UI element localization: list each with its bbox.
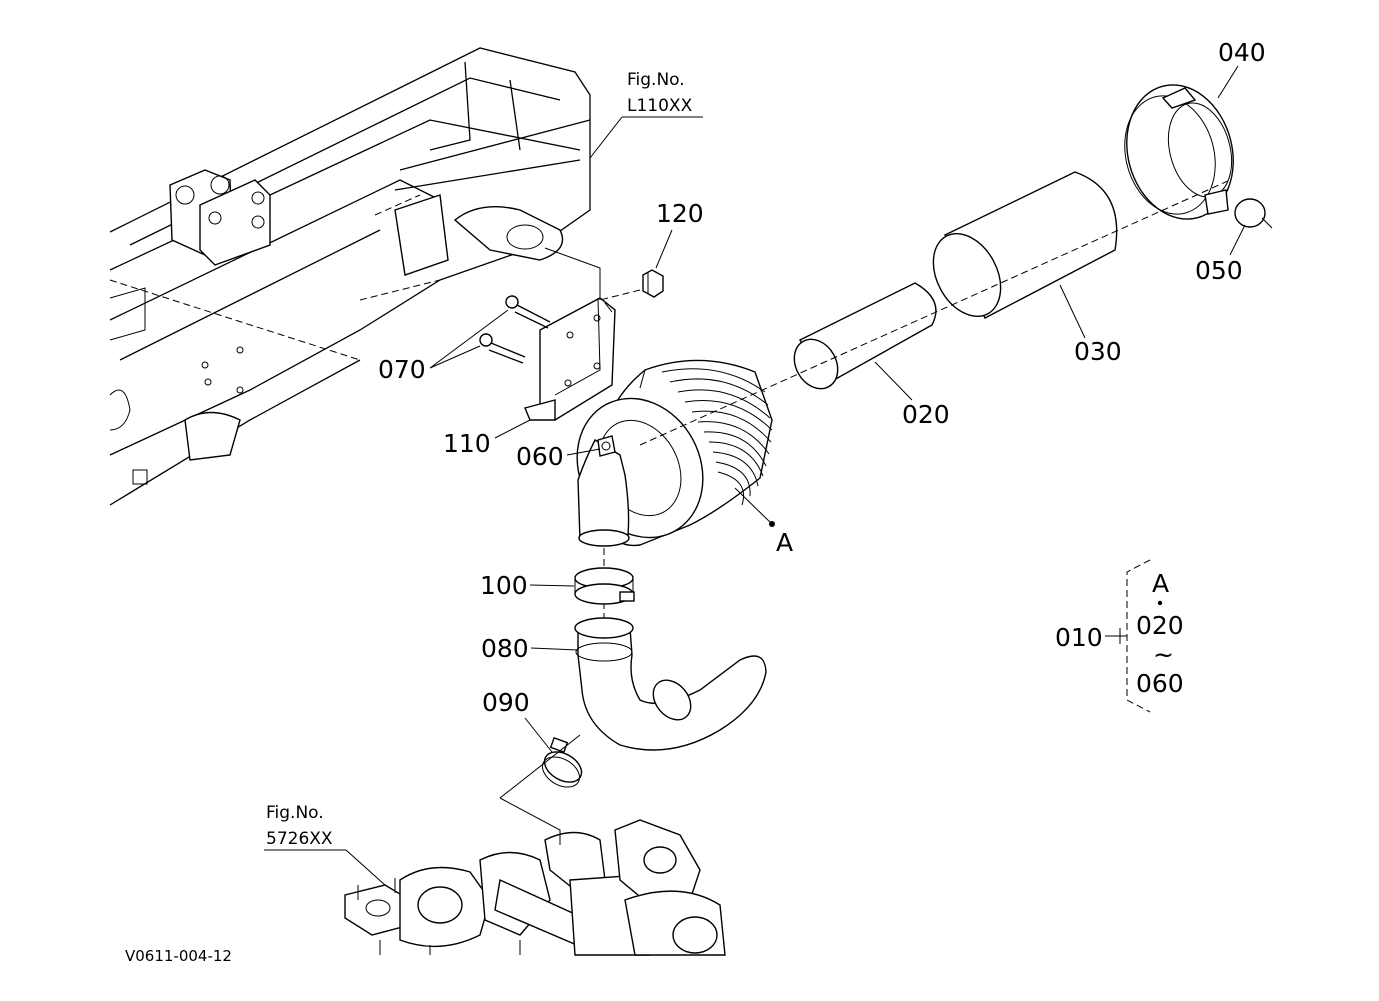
label-090: 090 [482,688,553,753]
label-050: 050 [1195,224,1246,285]
clamp-090 [542,737,583,788]
svg-text:070: 070 [378,355,426,384]
label-040: 040 [1217,38,1266,99]
svg-text:100: 100 [480,571,528,600]
svg-text:090: 090 [482,688,530,717]
label-100: 100 [480,571,575,600]
label-080: 080 [481,634,579,663]
bracket-top: A [1152,569,1169,598]
inner-element-020 [793,282,937,390]
hose-080 [574,617,767,751]
bolt-070-lower [479,333,526,364]
leader-frame-bracket [544,247,601,300]
valve-050 [1234,198,1273,229]
leader-hose-engine [499,797,561,845]
bracket-middle: 020 [1136,611,1184,640]
assembly-bracket-010: 010 A 020 ~ 060 [1055,559,1184,713]
mounting-bracket-110 [524,297,616,421]
nut-120 [599,269,664,301]
drawing-code: V0611-004-12 [125,947,232,965]
fig-ref-bottom: Fig.No. 5726XX [264,803,386,886]
label-030: 030 [1059,284,1122,366]
assembly-axis [639,179,1231,446]
label-110: 110 [443,419,531,458]
bracket-tilde: ~ [1153,640,1174,669]
svg-text:060: 060 [516,442,564,471]
fig-ref-bottom-number: 5726XX [266,829,333,849]
svg-text:050: 050 [1195,256,1243,285]
air-cleaner-body [576,359,773,547]
fig-ref-top: Fig.No. L110XX [589,70,703,159]
svg-text:A: A [776,528,793,557]
clamp-100 [574,567,635,605]
svg-text:080: 080 [481,634,529,663]
label-assembly-a: A [734,487,793,557]
fig-ref-bottom-title: Fig.No. [266,803,324,823]
svg-text:030: 030 [1074,337,1122,366]
svg-text:120: 120 [656,199,704,228]
bolt-070-upper [505,295,551,329]
outer-element-030 [932,171,1118,319]
label-020: 020 [874,361,950,429]
fig-ref-top-number: L110XX [627,96,693,116]
tractor-frame [109,47,591,506]
engine-assembly [344,819,726,956]
label-070: 070 [378,309,509,384]
label-010: 010 [1055,623,1103,652]
bracket-bottom: 060 [1136,669,1184,698]
svg-text:110: 110 [443,429,491,458]
label-060: 060 [516,442,601,471]
svg-text:020: 020 [902,400,950,429]
label-120: 120 [655,199,704,269]
svg-text:040: 040 [1218,38,1266,67]
fig-ref-top-title: Fig.No. [627,70,685,90]
cover-040 [1124,84,1234,220]
